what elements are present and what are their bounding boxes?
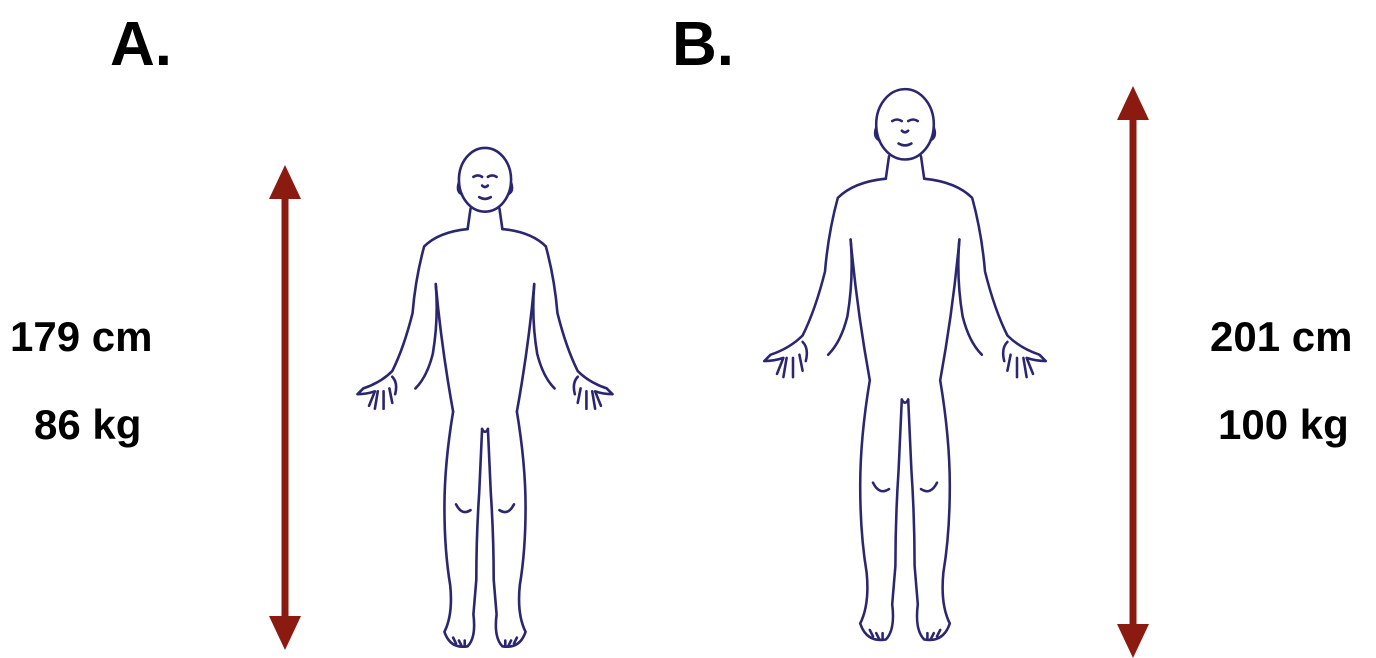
panel-b-height-label: 201 cm [1210,316,1352,358]
panel-a-weight-label: 86 kg [34,404,141,446]
panel-b-height-arrow [1110,86,1156,658]
panel-a-human-figure [340,145,630,655]
panel-b-weight-label: 100 kg [1218,404,1349,446]
panel-b-human-figure [745,80,1065,655]
panel-a-label: A. [110,14,172,76]
panel-b-label: B. [672,14,734,76]
panel-a-height-label: 179 cm [10,316,152,358]
panel-a-height-arrow [262,165,308,650]
